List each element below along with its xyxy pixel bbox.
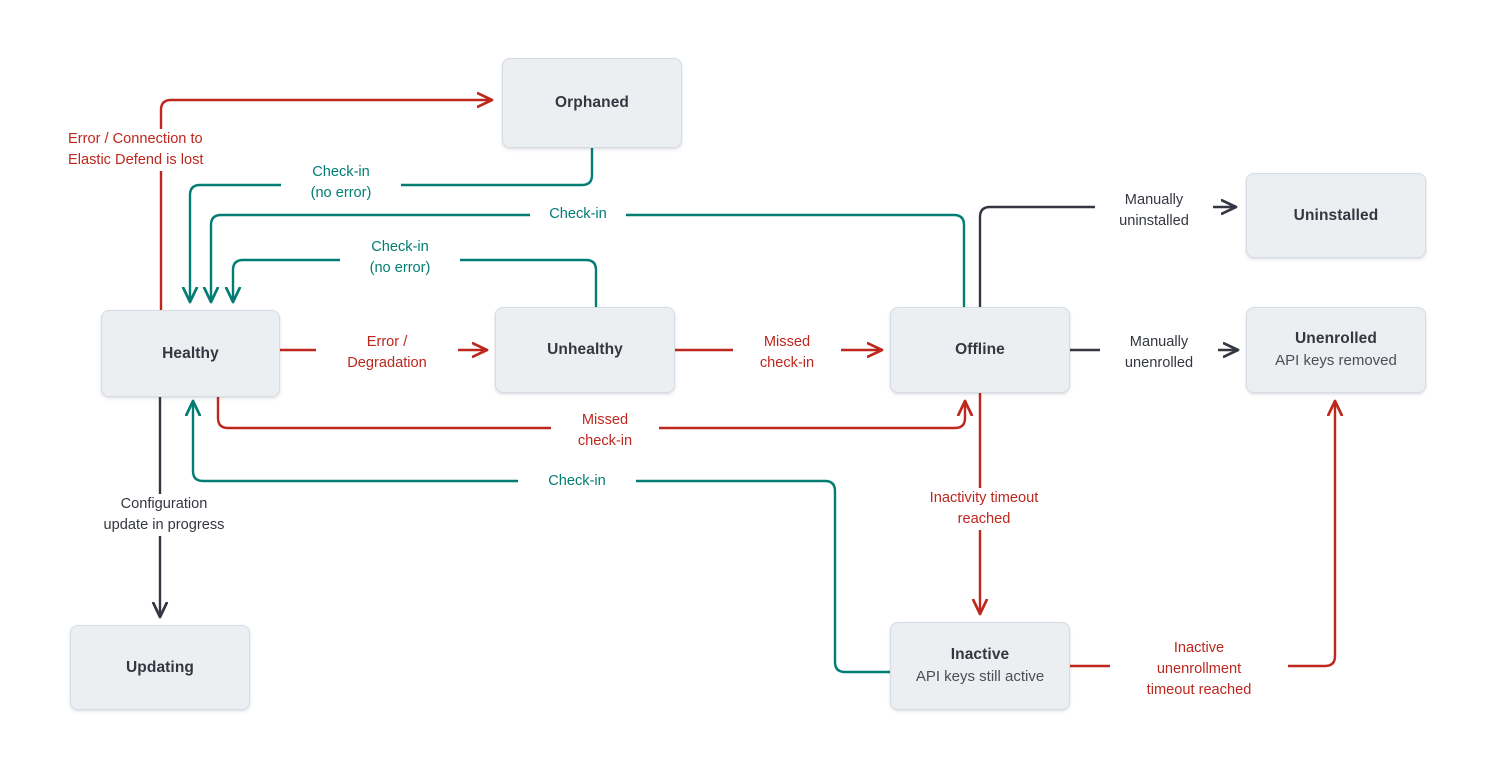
edge-label-configuration-update-line1: Configuration	[120, 496, 208, 512]
node-unhealthy-title: Unhealthy	[547, 341, 623, 359]
edge-label-inactive-unenrollment-line2: unenrollment	[1156, 661, 1242, 678]
edge-label-error-degradation-line1: Error /	[366, 334, 408, 350]
edge-label-missed-checkin-healthy-line2: check-in	[577, 433, 633, 450]
node-offline-title: Offline	[955, 341, 1005, 359]
edge-label-inactivity-timeout: Inactivity timeout reached	[893, 488, 1075, 531]
node-unenrolled-title: Unenrolled	[1295, 330, 1377, 348]
edge-label-missed-checkin-healthy-line1: Missed	[581, 412, 629, 428]
node-orphaned[interactable]: Orphaned	[502, 58, 682, 148]
edge-offline-to-uninstalled	[978, 207, 1236, 309]
edge-label-checkin-no-error-orphaned-line2: (no error)	[310, 185, 372, 202]
edge-label-missed-checkin-unhealthy-line2: check-in	[759, 355, 815, 372]
node-healthy-title: Healthy	[162, 344, 219, 362]
edge-label-manually-uninstalled-line1: Manually	[1124, 192, 1184, 208]
node-updating-title: Updating	[126, 658, 194, 676]
edge-inactive-to-healthy	[193, 401, 892, 674]
edge-label-manually-uninstalled-line2: uninstalled	[1119, 213, 1189, 230]
edge-label-checkin-offline: Check-in	[530, 204, 626, 226]
edge-label-manually-uninstalled: Manually uninstalled	[1095, 190, 1213, 233]
edge-label-inactive-unenrollment: Inactive unenrollment timeout reached	[1110, 638, 1288, 702]
edge-label-checkin-inactive-text: Check-in	[548, 473, 606, 489]
node-unenrolled-subtitle: API keys removed	[1275, 352, 1397, 370]
edge-label-inactive-unenrollment-line3: timeout reached	[1146, 682, 1252, 699]
node-unenrolled[interactable]: Unenrolled API keys removed	[1246, 307, 1426, 393]
node-healthy[interactable]: Healthy	[101, 310, 280, 397]
node-inactive-title: Inactive	[950, 646, 1010, 664]
edge-label-manually-unenrolled-line1: Manually	[1129, 334, 1189, 350]
edge-label-configuration-update-line2: update in progress	[103, 517, 225, 534]
node-orphaned-title: Orphaned	[554, 94, 629, 112]
edge-label-checkin-inactive: Check-in	[518, 471, 636, 493]
edge-label-error-degradation-line2: Degradation	[347, 355, 427, 372]
edge-label-checkin-no-error-orphaned: Check-in (no error)	[281, 162, 401, 205]
edge-label-checkin-offline-text: Check-in	[549, 206, 607, 222]
edge-label-missed-checkin-unhealthy: Missed check-in	[733, 332, 841, 375]
node-inactive[interactable]: Inactive API keys still active	[890, 622, 1070, 710]
edge-label-error-degradation: Error / Degradation	[316, 332, 458, 375]
edge-label-error-connection-lost-line1: Error / Connection to	[68, 131, 203, 147]
edge-label-inactivity-timeout-line1: Inactivity timeout	[929, 490, 1039, 506]
edge-label-checkin-no-error-unhealthy-line1: Check-in	[371, 239, 429, 255]
edge-label-missed-checkin-healthy: Missed check-in	[551, 410, 659, 453]
edge-healthy-to-orphaned	[159, 100, 492, 312]
node-uninstalled[interactable]: Uninstalled	[1246, 173, 1426, 258]
edge-label-manually-unenrolled-line2: unenrolled	[1124, 355, 1194, 372]
edge-label-checkin-no-error-unhealthy-line2: (no error)	[369, 260, 431, 277]
edge-label-checkin-no-error-unhealthy: Check-in (no error)	[340, 237, 460, 280]
node-inactive-subtitle: API keys still active	[915, 668, 1045, 686]
node-offline[interactable]: Offline	[890, 307, 1070, 393]
edge-label-inactivity-timeout-line2: reached	[957, 511, 1011, 528]
node-updating[interactable]: Updating	[70, 625, 250, 710]
edge-label-checkin-no-error-orphaned-line1: Check-in	[312, 164, 370, 180]
edge-label-missed-checkin-unhealthy-line1: Missed	[763, 334, 811, 350]
node-uninstalled-title: Uninstalled	[1293, 206, 1379, 224]
edge-inactive-to-unenrolled	[1068, 401, 1335, 668]
node-unhealthy[interactable]: Unhealthy	[495, 307, 675, 393]
edge-label-manually-unenrolled: Manually unenrolled	[1100, 332, 1218, 375]
edge-label-error-connection-lost-line2: Elastic Defend is lost	[68, 152, 204, 169]
edge-label-inactive-unenrollment-line1: Inactive	[1173, 640, 1225, 656]
edge-label-configuration-update: Configuration update in progress	[72, 494, 256, 537]
edge-label-error-connection-lost: Error / Connection to Elastic Defend is l…	[64, 129, 272, 172]
